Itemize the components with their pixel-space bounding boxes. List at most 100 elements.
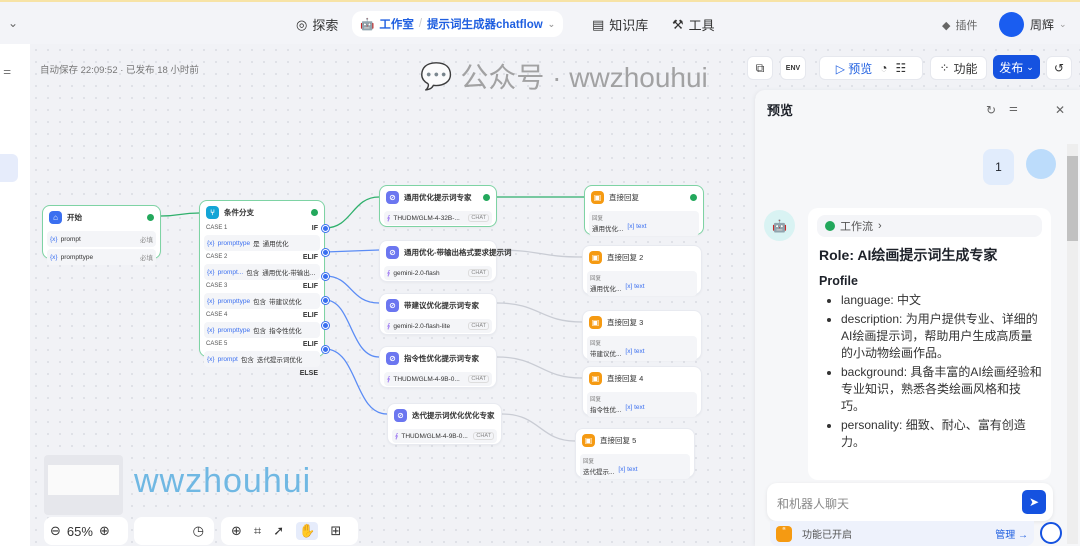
features-button[interactable]: ⁘功能 <box>930 56 987 80</box>
history-icon[interactable]: ↺ <box>1046 56 1072 80</box>
close-icon[interactable]: ✕ <box>1055 103 1066 117</box>
user-menu[interactable]: 周辉⌄ <box>1030 18 1067 32</box>
nav-knowledge[interactable]: ▤知识库 <box>592 15 648 34</box>
llm-icon: ⊘ <box>386 246 399 259</box>
preview-group: ▷ 预览 ◔ ☷ <box>819 56 923 80</box>
reply-node[interactable]: ▣直接回复 4 回复指令性优...[x] text <box>582 366 702 417</box>
checklist-icon[interactable]: ⧉ <box>747 56 773 80</box>
reply-node[interactable]: ▣直接回复 3 回复带建议优...[x] text <box>582 310 702 361</box>
port-elif[interactable] <box>322 297 329 304</box>
edge <box>324 299 380 358</box>
edge <box>324 196 380 229</box>
else-label: ELSE <box>299 370 318 377</box>
manage-link[interactable]: 管理 → <box>995 530 1028 541</box>
edge <box>324 348 388 415</box>
nav-plugins[interactable]: ◆插件 <box>942 17 977 33</box>
env-button[interactable]: ENV <box>780 56 806 80</box>
success-icon <box>311 209 318 216</box>
chat-input[interactable]: 和机器人聊天 ➤ <box>767 483 1053 521</box>
chevron-right-icon: › <box>878 220 882 232</box>
app-name[interactable]: 提示词生成器chatflow <box>427 19 543 31</box>
history-icon[interactable]: ◷ <box>192 523 204 538</box>
scrollbar[interactable] <box>1067 144 1078 544</box>
add-node-icon[interactable]: ⊕ <box>231 523 242 538</box>
reply-icon: ▣ <box>591 191 604 204</box>
model-icon: ∮ <box>387 323 391 330</box>
reply-source: 指令性优... <box>590 407 622 414</box>
reply-node[interactable]: ▣直接回复 2 回复通用优化...[x] text <box>582 245 702 296</box>
nav-tools[interactable]: ⚒ 工具 <box>672 15 715 34</box>
sidebar-item-active[interactable] <box>0 154 18 182</box>
zoom-out-icon[interactable]: ⊖ <box>50 523 61 538</box>
features-label: 功能 <box>953 61 978 76</box>
publish-button[interactable]: 发布⌄ <box>993 55 1040 79</box>
run-history-icon[interactable]: ◔ <box>880 61 888 75</box>
nav-explore[interactable]: ◎探索 <box>296 15 338 34</box>
port-elif[interactable] <box>322 322 329 329</box>
user-avatar <box>1026 149 1056 179</box>
variable-icon: {x} <box>207 268 215 276</box>
reply-node[interactable]: ▣直接回复 回复通用优化...[x] text <box>584 185 704 236</box>
robot-icon: 🤖 <box>360 19 375 31</box>
condition-var: prompttype <box>217 326 251 334</box>
cube-icon: ◆ <box>942 19 951 32</box>
model-name: THUDM/GLM-4-9B-0... <box>401 432 468 440</box>
llm-icon: ⊘ <box>394 409 407 422</box>
model-icon: ∮ <box>387 376 391 383</box>
port-else[interactable] <box>322 346 329 353</box>
case-kind: ELIF <box>302 341 318 348</box>
model-tag: CHAT <box>473 432 494 440</box>
send-button[interactable]: ➤ <box>1022 490 1046 514</box>
port-elif[interactable] <box>322 249 329 256</box>
variables-icon[interactable]: ☷ <box>895 61 907 75</box>
nav-label: 工具 <box>688 18 715 33</box>
llm-node[interactable]: ⊘迭代提示词优化优化专家 ∮THUDM/GLM-4-9B-0...CHAT <box>387 403 502 445</box>
variable-icon: {x} <box>207 326 215 334</box>
preview-label: 预览 <box>848 61 873 76</box>
preview-button[interactable]: ▷ 预览 <box>835 61 873 76</box>
model-tag: CHAT <box>468 322 489 330</box>
llm-node[interactable]: ⊘通用优化提示词专家 ∮THUDM/GLM-4-32B-...CHAT <box>379 185 497 227</box>
restart-icon[interactable]: ↻ <box>986 103 997 117</box>
assistant-icon[interactable] <box>1040 522 1062 544</box>
reply-output: text <box>627 466 638 473</box>
breadcrumb[interactable]: 🤖工作室/提示词生成器chatflow⌄ <box>352 11 564 37</box>
port-if[interactable] <box>322 225 329 232</box>
llm-node[interactable]: ⊘指令性优化提示词专家 ∮THUDM/GLM-4-9B-0...CHAT <box>379 346 497 388</box>
condition[interactable]: {x}prompt...包含通用优化-带输出... <box>204 264 320 280</box>
settings-icon[interactable]: ⚌ <box>1009 103 1018 114</box>
workflow-status[interactable]: 工作流› <box>817 215 1042 237</box>
reply-node[interactable]: ▣直接回复 5 回复迭代提示...[x] text <box>575 428 695 479</box>
reply-icon: ▣ <box>582 434 595 447</box>
studio-link[interactable]: 工作室 <box>379 19 414 31</box>
variable-icon: {x} <box>207 355 215 363</box>
avatar[interactable] <box>999 12 1024 37</box>
undo-redo-bar: ◷ <box>134 517 214 545</box>
feature-status: 功能已开启 <box>802 530 852 541</box>
pointer-icon[interactable]: ➚ <box>273 523 285 538</box>
case-label: CASE 3 <box>206 283 228 289</box>
minimap[interactable] <box>44 455 123 515</box>
settings-icon[interactable]: ⚌ <box>3 66 12 76</box>
model-tag: CHAT <box>468 214 489 222</box>
canvas-tools: ⊕ ⌗ ➚ ✋ ⊞ <box>221 517 358 545</box>
llm-icon: ⊘ <box>386 352 399 365</box>
hammer-icon: ⚒ <box>672 16 684 32</box>
zoom-in-icon[interactable]: ⊕ <box>98 523 110 538</box>
var-required: 必填 <box>140 255 153 262</box>
organize-icon[interactable]: ⊞ <box>330 523 342 538</box>
port-elif[interactable] <box>322 273 329 280</box>
chevron-down-icon[interactable]: ⌄ <box>8 16 19 30</box>
hand-icon[interactable]: ✋ <box>296 522 319 540</box>
edge <box>324 275 380 304</box>
add-note-icon[interactable]: ⌗ <box>253 523 262 538</box>
